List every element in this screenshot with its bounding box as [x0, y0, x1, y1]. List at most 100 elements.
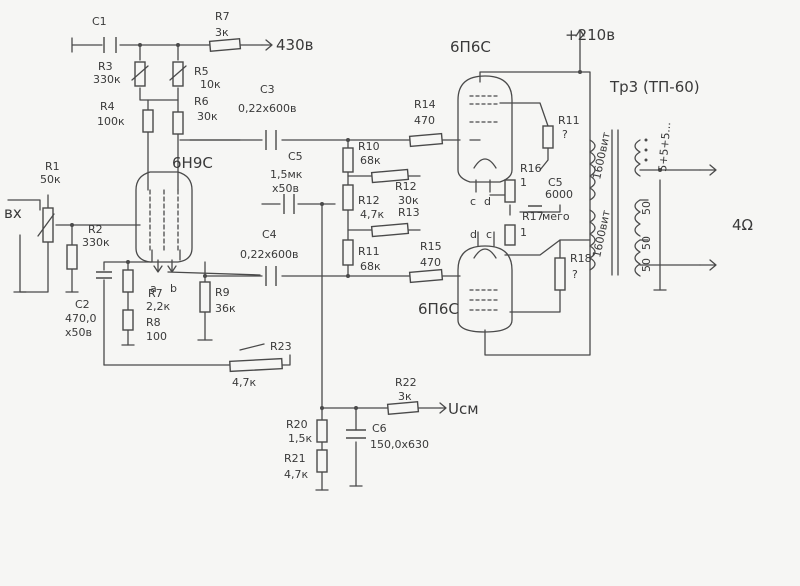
tube-6p6s-top — [457, 75, 513, 193]
label-c5b-value2: мего — [542, 210, 570, 223]
wires — [7, 29, 701, 491]
label-r17-value: 1 — [520, 226, 527, 239]
label-r3-value: 330к — [93, 73, 121, 86]
label-r3: R3 — [98, 60, 113, 73]
label-pin-d1: d — [484, 195, 491, 208]
label-r20-value: 1,5к — [288, 432, 312, 445]
label-c2-value2: х50в — [65, 326, 92, 339]
label-r12b: R12 — [395, 180, 417, 193]
label-r1: R1 — [45, 160, 60, 173]
label-pin-a: a — [150, 282, 157, 295]
tube-6p6s-bottom — [457, 231, 513, 333]
label-r1-value: 50к — [40, 173, 61, 186]
label-sec-b: 50 — [640, 236, 653, 250]
label-ucm: Uсм — [448, 400, 479, 418]
label-r8-value: 100 — [146, 330, 167, 343]
output-transformer — [589, 129, 648, 277]
label-r-bot: R18 — [570, 252, 592, 265]
label-r21-value: 4,7к — [284, 468, 308, 481]
label-r13: R13 — [398, 206, 420, 219]
label-r4: R4 — [100, 100, 115, 113]
label-c4: C4 — [262, 228, 277, 241]
label-c3-value: 0,22х600в — [238, 102, 296, 115]
label-c2: C2 — [75, 298, 90, 311]
label-tube-6n9s: 6Н9С — [172, 154, 213, 172]
label-c2-value: 470,0 — [65, 312, 97, 325]
label-c5b-value: 6000 — [545, 188, 573, 201]
label-r5-value: 10к — [200, 78, 221, 91]
label-r15: R15 — [420, 240, 442, 253]
label-r4-value: 100к — [97, 115, 125, 128]
label-r12-value: 4,7к — [360, 208, 384, 221]
label-r9: R9 — [215, 286, 230, 299]
label-c4-value: 0,22х600в — [240, 248, 298, 261]
tube-6n9s — [135, 171, 193, 263]
label-c5: C5 — [288, 150, 303, 163]
label-r9-value: 36к — [215, 302, 236, 315]
label-sec-taps: 5+5+5... — [656, 121, 673, 172]
capacitor-c2 — [96, 271, 112, 279]
label-r7b-value: 2,2к — [146, 300, 170, 313]
label-c6-value: 150,0х630 — [370, 438, 429, 451]
label-c5b: C5 — [548, 176, 563, 189]
resistors — [37, 37, 566, 473]
label-r22: R22 — [395, 376, 417, 389]
label-tube-6p6s-bottom: 6П6С — [418, 300, 459, 318]
label-r5: R5 — [194, 65, 209, 78]
label-r12b-value: 30к — [398, 194, 419, 207]
label-r15-value: 470 — [420, 256, 441, 269]
label-primary-bottom: 1600вит — [590, 208, 613, 258]
label-r2-value: 330к — [82, 236, 110, 249]
label-r23-value: 4,7к — [232, 376, 256, 389]
label-r11-value: 68к — [360, 260, 381, 273]
label-r-top: R11 — [558, 114, 580, 127]
label-c3: C3 — [260, 83, 275, 96]
label-r7b: R7 — [148, 287, 163, 300]
label-r14-value: 470 — [414, 114, 435, 127]
label-r-top-value: ? — [562, 128, 568, 141]
label-r6-value: 30к — [197, 110, 218, 123]
label-r11: R11 — [358, 245, 380, 258]
label-r2: R2 — [88, 223, 103, 236]
capacitor-c4 — [265, 266, 277, 286]
label-r14: R14 — [414, 98, 436, 111]
label-plus-210: +210в — [565, 26, 615, 44]
label-sec-c: 50 — [640, 258, 653, 272]
label-c6: C6 — [372, 422, 387, 435]
label-r23: R23 — [270, 340, 292, 353]
junction-dots — [70, 43, 662, 410]
label-pin-c1: c — [470, 195, 476, 208]
label-r16-value: 1 — [520, 176, 527, 189]
label-c5-value: 1,5мк — [270, 168, 303, 181]
label-r8: R8 — [146, 316, 161, 329]
capacitor-c6 — [346, 429, 366, 439]
label-transformer: Tр3 (ТП-60) — [609, 78, 700, 96]
label-r7: R7 — [215, 10, 230, 23]
label-c1: C1 — [92, 15, 107, 28]
capacitor-c5b — [528, 205, 542, 213]
labels: C1 R7 3к 430в R3 330к R5 10к R4 100к R6 … — [4, 10, 753, 481]
label-r12: R12 — [358, 194, 380, 207]
label-output: 4Ω — [732, 216, 753, 234]
ground-symbols — [13, 289, 667, 491]
label-c5-value2: х50в — [272, 182, 299, 195]
label-r17: R17 — [522, 210, 544, 223]
label-r10-value: 68к — [360, 154, 381, 167]
label-430v: 430в — [276, 36, 313, 54]
label-pin-b: b — [170, 282, 177, 295]
capacitor-c1 — [103, 37, 117, 53]
label-pin-c2: c — [486, 228, 492, 241]
label-r22-value: 3к — [398, 390, 412, 403]
capacitor-c3 — [265, 130, 277, 150]
capacitor-c5 — [283, 194, 295, 214]
label-pin-d2: d — [470, 228, 477, 241]
label-r20: R20 — [286, 418, 308, 431]
label-r10: R10 — [358, 140, 380, 153]
label-tube-6p6s-top: 6П6С — [450, 38, 491, 56]
label-r6: R6 — [194, 95, 209, 108]
label-r16: R16 — [520, 162, 542, 175]
label-r-bot-value: ? — [572, 268, 578, 281]
label-input: вх — [4, 204, 22, 222]
